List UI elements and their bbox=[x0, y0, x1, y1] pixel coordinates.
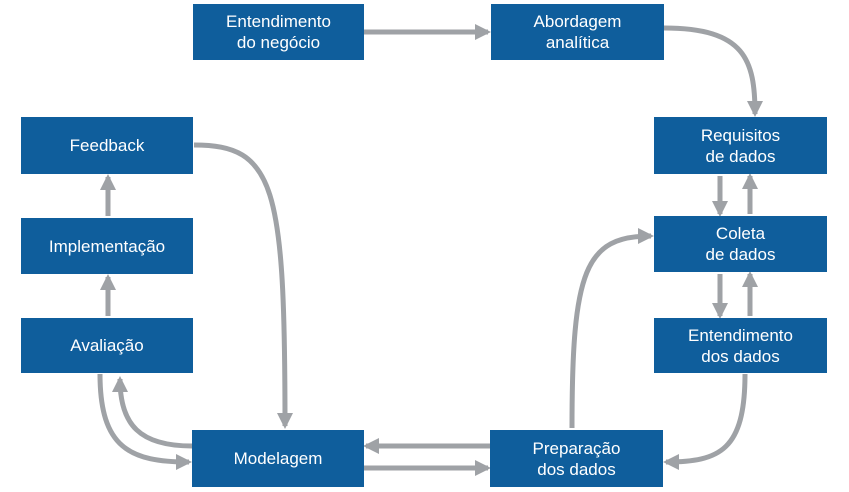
node-requisitos-dados-line1: Requisitos bbox=[700, 125, 781, 145]
node-abordagem-analitica: Abordagem analítica bbox=[491, 4, 664, 60]
node-preparacao-dados-line1: Preparação bbox=[532, 438, 621, 458]
node-coleta-dados-line1: Coleta bbox=[715, 224, 766, 243]
node-entendimento-dados-line1: Entendimento bbox=[688, 325, 793, 345]
node-entendimento-negocio-line1: Entendimento bbox=[226, 12, 331, 31]
node-entendimento-negocio: Entendimento do negócio bbox=[193, 4, 364, 60]
node-requisitos-dados-line2: de dados bbox=[705, 146, 776, 166]
node-entendimento-dados-line2: dos dados bbox=[701, 346, 780, 366]
arrow-modelagem-to-avaliacao bbox=[112, 376, 193, 449]
node-entendimento-negocio-line2: do negócio bbox=[236, 33, 321, 52]
arrow-avaliacao-to-modelagem bbox=[97, 373, 192, 470]
arrow-preparacao-to-coleta bbox=[569, 228, 654, 429]
node-preparacao-dados-line2: dos dados bbox=[537, 459, 616, 479]
node-implementacao: Implementação bbox=[21, 218, 193, 274]
node-preparacao-dados: Preparação dos dados bbox=[490, 430, 663, 487]
node-requisitos-dados: Requisitos de dados bbox=[654, 117, 827, 174]
node-coleta-dados: Coleta de dados bbox=[654, 216, 827, 272]
node-abordagem-analitica-line2: analítica bbox=[545, 33, 610, 52]
arrow-entendimento-to-preparacao bbox=[663, 373, 748, 470]
node-feedback-label: Feedback bbox=[69, 136, 145, 155]
arrow-abordagem-to-requisitos bbox=[663, 25, 763, 117]
node-coleta-dados-line2: de dados bbox=[705, 245, 776, 264]
node-modelagem-label: Modelagem bbox=[233, 449, 323, 468]
node-feedback: Feedback bbox=[21, 117, 193, 174]
node-implementacao-label: Implementação bbox=[48, 236, 166, 256]
arrow-feedback-to-modelagem bbox=[193, 142, 293, 429]
node-entendimento-dados: Entendimento dos dados bbox=[654, 318, 827, 373]
node-avaliacao-label: Avaliação bbox=[70, 336, 144, 355]
node-abordagem-analitica-line1: Abordagem bbox=[533, 12, 622, 31]
node-modelagem: Modelagem bbox=[192, 430, 364, 487]
node-avaliacao: Avaliação bbox=[21, 318, 193, 373]
